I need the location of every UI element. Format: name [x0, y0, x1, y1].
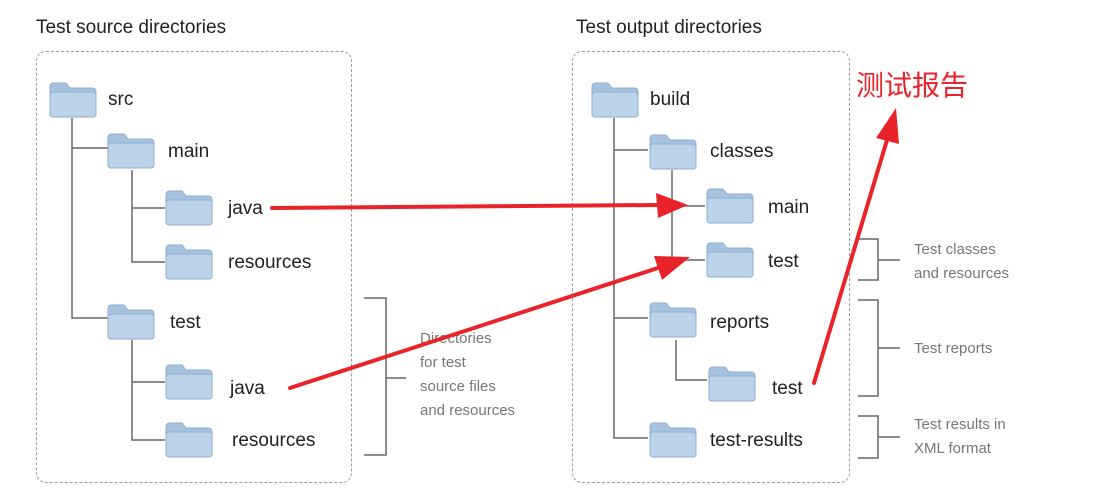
test-report-annotation: 测试报告: [856, 69, 969, 102]
source-note-line: and resources: [420, 402, 516, 419]
reports-note: Test reports: [914, 337, 992, 361]
test-results-label: test-results: [710, 430, 803, 451]
left-heading: Test source directories: [36, 17, 227, 38]
main-resources-label: resources: [228, 252, 312, 273]
folder-icon: [106, 131, 156, 169]
folder-icon: [164, 242, 214, 280]
classes-label: classes: [710, 141, 774, 162]
src-label: src: [108, 89, 134, 110]
source-note-line: for test: [420, 354, 466, 371]
source-note-line: source files: [420, 378, 496, 395]
classes-note-line: Test classes: [914, 241, 996, 258]
main-java-label: java: [228, 198, 263, 219]
results-note-line: Test results in: [914, 416, 1006, 433]
build-label: build: [650, 89, 691, 110]
test-resources-label: resources: [232, 430, 316, 451]
results-note: Test results in XML format: [914, 413, 1006, 461]
folder-icon: [705, 240, 755, 278]
folder-icon: [648, 300, 698, 338]
folder-icon: [164, 188, 214, 226]
folder-icon: [48, 80, 98, 118]
source-note-line: Directories: [420, 330, 492, 347]
folder-icon: [590, 80, 640, 118]
reports-note-line: Test reports: [914, 340, 993, 357]
classes-main-label: main: [768, 197, 810, 218]
folder-icon: [164, 362, 214, 400]
right-heading: Test output directories: [576, 17, 762, 38]
folder-icon: [705, 186, 755, 224]
test-java-label: java: [230, 378, 265, 399]
results-note-line: XML format: [914, 440, 991, 457]
reports-test-label: test: [772, 378, 803, 399]
classes-note-line: and resources: [914, 265, 1010, 282]
source-note: Directories for test source files and re…: [420, 327, 515, 423]
reports-label: reports: [710, 312, 770, 333]
folder-icon: [707, 364, 757, 402]
folder-icon: [164, 420, 214, 458]
folder-icon: [106, 302, 156, 340]
classes-note: Test classes and resources: [914, 238, 1009, 286]
test-label: test: [170, 312, 201, 333]
classes-test-label: test: [768, 251, 799, 272]
folder-icon: [648, 132, 698, 170]
folder-icon: [648, 420, 698, 458]
main-label: main: [168, 141, 210, 162]
